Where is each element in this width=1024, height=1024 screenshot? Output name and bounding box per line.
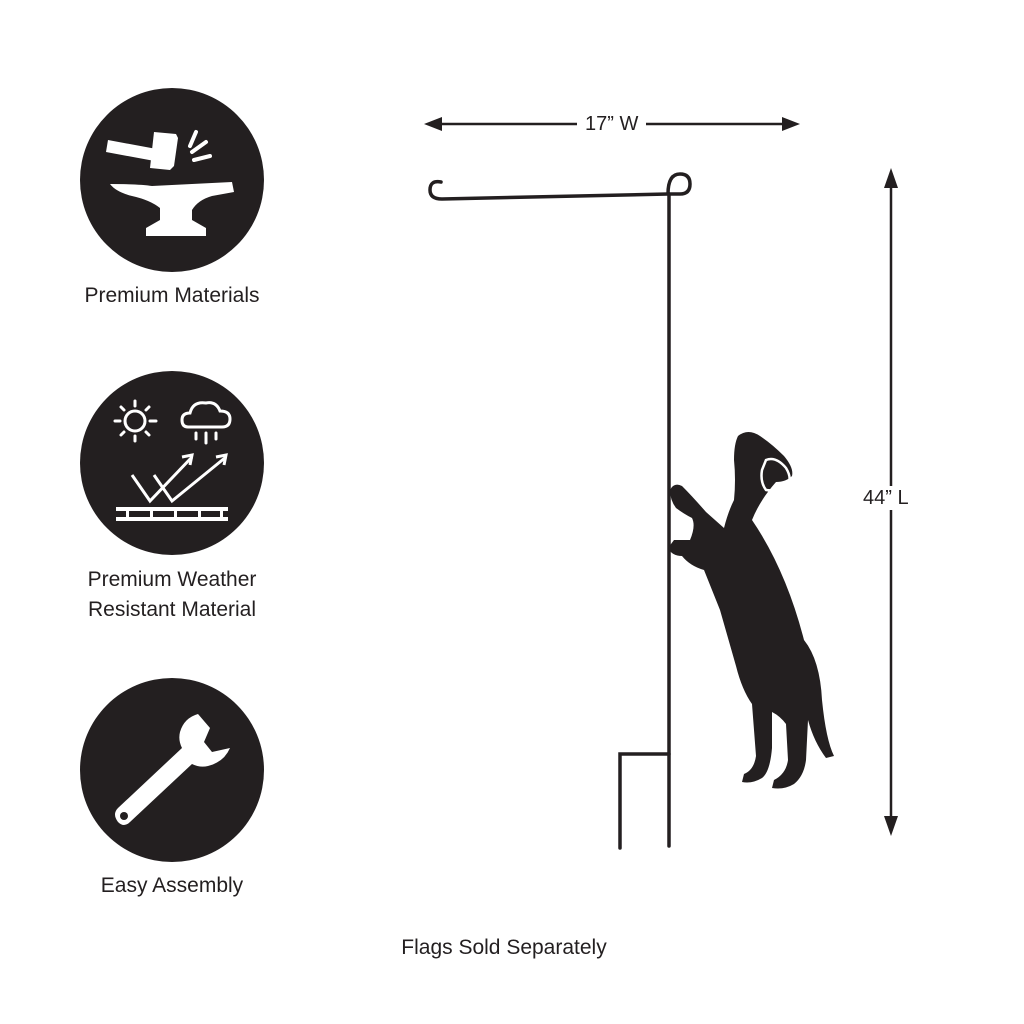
weather-resistance-icon bbox=[113, 399, 232, 521]
weather-resistant-label-line1: Premium Weather bbox=[87, 568, 257, 591]
easy-assembly-badge bbox=[80, 678, 264, 862]
width-dimension-label: 17” W bbox=[577, 112, 647, 136]
weather-resistant-badge bbox=[80, 371, 264, 555]
weather-resistant-label: Premium Weather Resistant Material bbox=[42, 565, 302, 625]
premium-materials-badge bbox=[80, 88, 264, 272]
wrench-icon bbox=[115, 714, 230, 825]
dog-silhouette bbox=[668, 432, 834, 789]
length-dimension-label: 44” L bbox=[855, 486, 917, 510]
anvil-hammer-icon bbox=[106, 130, 234, 236]
flag-stand-pole bbox=[428, 172, 692, 850]
premium-materials-label: Premium Materials bbox=[84, 284, 260, 307]
dog-ear bbox=[760, 457, 791, 492]
easy-assembly-label: Easy Assembly bbox=[100, 874, 244, 897]
flags-sold-separately-note: Flags Sold Separately bbox=[401, 936, 607, 959]
weather-resistant-label-line2: Resistant Material bbox=[87, 598, 257, 621]
